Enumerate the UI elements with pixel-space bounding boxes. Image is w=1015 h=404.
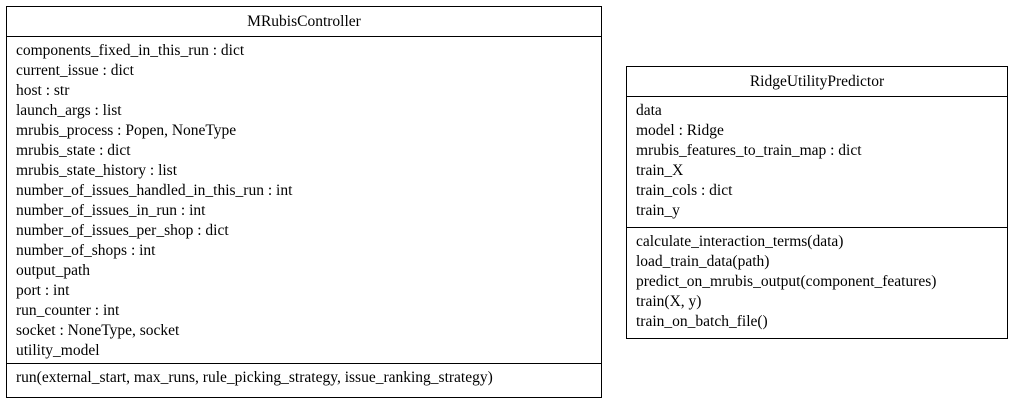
- attribute: mrubis_features_to_train_map : dict: [636, 142, 862, 159]
- attribute: number_of_issues_handled_in_this_run : i…: [16, 182, 293, 199]
- attributes-compartment: data model : Ridge mrubis_features_to_tr…: [627, 97, 1007, 227]
- method: run(external_start, max_runs, rule_picki…: [16, 369, 493, 386]
- class-box-ridgeutilitypredictor: RidgeUtilityPredictor data model : Ridge…: [626, 66, 1008, 339]
- attribute: number_of_shops : int: [16, 242, 156, 259]
- attribute: port : int: [16, 282, 70, 299]
- class-name: MRubisController: [7, 7, 601, 37]
- attribute: mrubis_state : dict: [16, 142, 131, 159]
- attributes-compartment: components_fixed_in_this_run : dict curr…: [7, 37, 601, 363]
- attribute: host : str: [16, 82, 70, 99]
- method: train(X, y): [636, 293, 702, 310]
- attribute: components_fixed_in_this_run : dict: [16, 42, 245, 59]
- method: load_train_data(path): [636, 253, 770, 270]
- attribute: train_X: [636, 162, 684, 179]
- attribute: mrubis_process : Popen, NoneType: [16, 122, 237, 139]
- class-name: RidgeUtilityPredictor: [627, 67, 1007, 97]
- attribute: utility_model: [16, 342, 100, 359]
- methods-compartment: run(external_start, max_runs, rule_picki…: [7, 363, 601, 392]
- class-box-mrubiscontroller: MRubisController components_fixed_in_thi…: [6, 6, 602, 398]
- attribute: number_of_issues_in_run : int: [16, 202, 206, 219]
- attribute: output_path: [16, 262, 91, 279]
- attribute: model : Ridge: [636, 122, 724, 139]
- attribute: mrubis_state_history : list: [16, 162, 178, 179]
- attribute: socket : NoneType, socket: [16, 322, 180, 339]
- attribute: train_y: [636, 202, 680, 219]
- method: predict_on_mrubis_output(component_featu…: [636, 273, 937, 290]
- methods-compartment: calculate_interaction_terms(data) load_t…: [627, 227, 1007, 336]
- method: calculate_interaction_terms(data): [636, 233, 844, 250]
- attribute: current_issue : dict: [16, 62, 134, 79]
- attribute: run_counter : int: [16, 302, 120, 319]
- method: train_on_batch_file(): [636, 313, 768, 330]
- attribute: number_of_issues_per_shop : dict: [16, 222, 229, 239]
- attribute: launch_args : list: [16, 102, 122, 119]
- attribute: train_cols : dict: [636, 182, 733, 199]
- attribute: data: [636, 102, 662, 119]
